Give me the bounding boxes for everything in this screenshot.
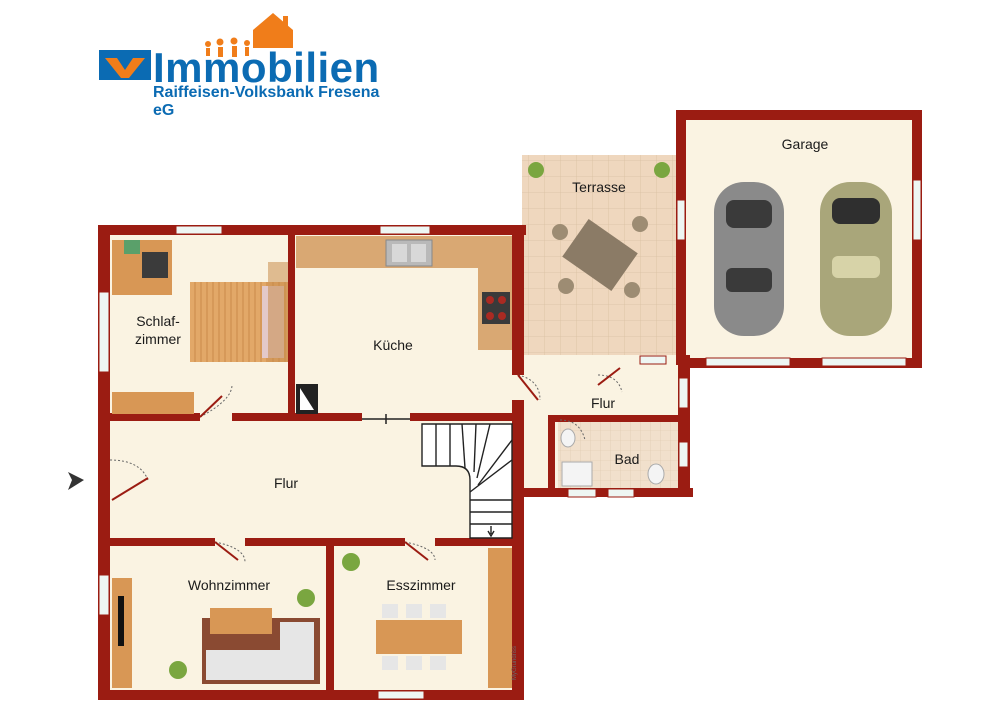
plant-icon	[528, 162, 544, 178]
bathroom-fixtures	[560, 428, 665, 487]
windows	[98, 179, 922, 700]
entrance-arrow-icon	[68, 472, 84, 490]
cars	[714, 182, 892, 336]
doors	[109, 374, 623, 563]
plant-icon	[654, 162, 670, 178]
stove-icon	[482, 292, 510, 324]
plant-icon	[342, 553, 360, 571]
credit-text: MyGrundriss	[512, 646, 518, 680]
label-schlafzimmer-1: Schlaf-	[136, 313, 180, 329]
office-chair-icon	[142, 252, 168, 278]
terrace-furniture	[528, 162, 670, 298]
toilet-icon	[647, 463, 665, 485]
living-room-furniture	[112, 578, 320, 688]
staircase	[421, 423, 513, 539]
kitchen-counters	[296, 236, 512, 414]
logo-graphic	[99, 13, 293, 80]
bedroom-furniture	[112, 240, 288, 414]
label-kueche: Küche	[373, 337, 413, 353]
shower-icon	[561, 461, 593, 487]
label-flur-main: Flur	[274, 475, 298, 491]
sideboard-icon	[488, 548, 512, 688]
patio-table-icon	[562, 218, 638, 292]
coffee-table-icon	[210, 608, 272, 634]
sink-icon	[560, 428, 576, 448]
logo-subtitle: Raiffeisen-Volksbank Fresena eG	[153, 84, 380, 119]
tv-icon	[118, 596, 124, 646]
dining-room-furniture	[342, 548, 512, 688]
room-labels: Garage Terrasse Küche Schlaf- zimmer Flu…	[135, 136, 829, 593]
label-wohnzimmer: Wohnzimmer	[188, 577, 271, 593]
label-garage: Garage	[782, 136, 829, 152]
plant-icon	[297, 589, 315, 607]
wardrobe-icon	[112, 392, 194, 414]
logo-wordmark: Immobilien	[153, 44, 380, 91]
label-bad: Bad	[615, 451, 640, 467]
label-terrasse: Terrasse	[572, 179, 626, 195]
plant-icon	[169, 661, 187, 679]
door-leaves	[111, 367, 621, 561]
company-logo: Immobilien Raiffeisen-Volksbank Fresena …	[95, 8, 395, 119]
label-schlafzimmer-2: zimmer	[135, 331, 181, 347]
label-esszimmer: Esszimmer	[386, 577, 456, 593]
label-flur-small: Flur	[591, 395, 615, 411]
dining-table-icon	[376, 620, 462, 654]
